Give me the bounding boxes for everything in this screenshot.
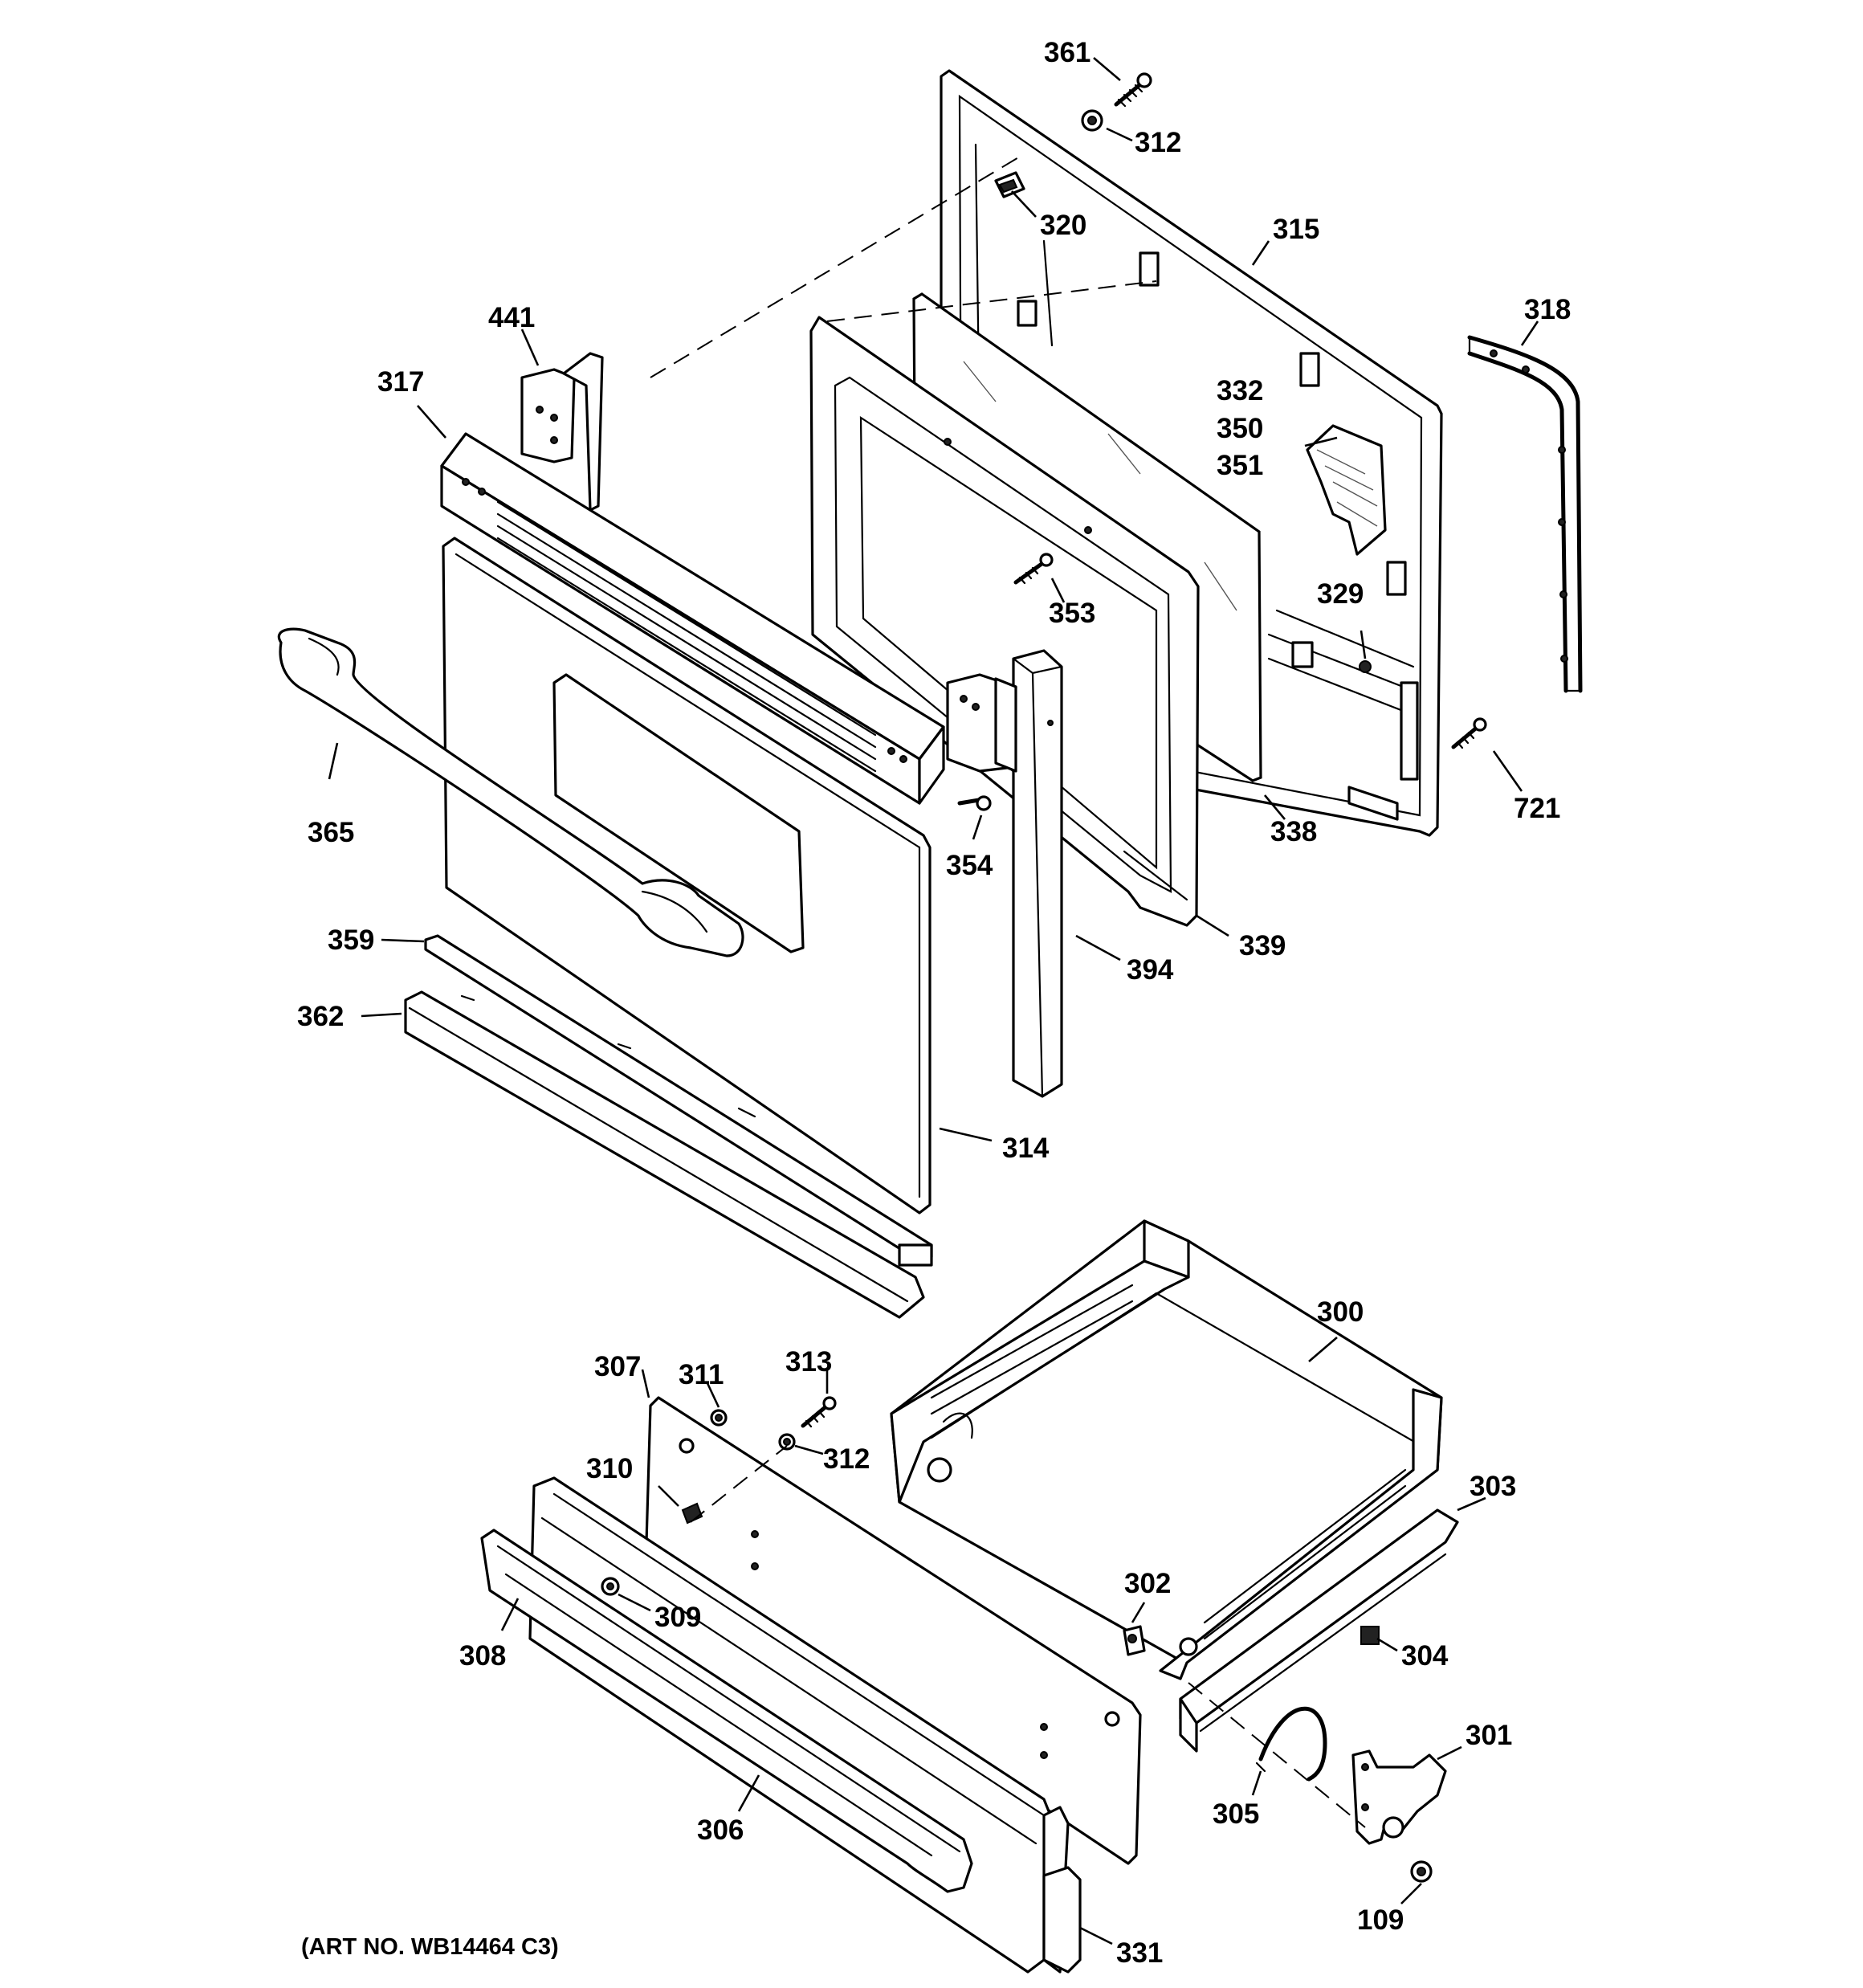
callout-721: 721 — [1514, 793, 1560, 824]
part-312-washer — [778, 1433, 796, 1451]
part-359-door-channel — [424, 934, 933, 1267]
callout-320: 320 — [1040, 210, 1086, 241]
callout-441: 441 — [488, 302, 535, 333]
part-317-vent-trim — [440, 432, 945, 805]
callout-305: 305 — [1213, 1798, 1259, 1830]
callout-303: 303 — [1470, 1471, 1516, 1502]
callout-361: 361 — [1044, 37, 1090, 68]
part-329-nut — [1359, 660, 1372, 673]
part-331-bracket — [1042, 1866, 1082, 1974]
part-301-bracket — [1351, 1749, 1447, 1845]
callout-350: 350 — [1217, 413, 1263, 444]
callout-310: 310 — [586, 1453, 633, 1484]
part-311-nut — [710, 1409, 728, 1427]
callout-301: 301 — [1466, 1720, 1512, 1751]
part-361-screw — [1114, 72, 1152, 108]
part-313-screw — [801, 1396, 837, 1428]
callout-314: 314 — [1002, 1133, 1050, 1164]
part-353-screw — [1013, 553, 1054, 585]
part-109-nut — [1410, 1860, 1433, 1883]
callout-338: 338 — [1270, 816, 1317, 847]
part-318-door-gasket — [1467, 335, 1583, 693]
part-332-insulation — [1306, 424, 1387, 556]
callout-labels: 361 312 320 315 318 441 317 332 350 351 … — [297, 37, 1571, 1969]
part-312-washer — [1081, 109, 1103, 132]
callout-312: 312 — [823, 1443, 870, 1475]
part-362-door-bottom-trim — [404, 990, 925, 1319]
assembly-line — [650, 156, 1021, 378]
callout-354: 354 — [946, 850, 993, 881]
part-305-clip — [1255, 1706, 1327, 1782]
part-354-hinge-plate — [946, 673, 1017, 811]
part-304-glide — [1360, 1626, 1380, 1645]
callout-365: 365 — [308, 817, 354, 848]
leader-lines — [328, 57, 1539, 1945]
callout-332: 332 — [1217, 375, 1263, 406]
callout-394: 394 — [1127, 954, 1174, 986]
callout-339: 339 — [1239, 930, 1286, 961]
callout-317: 317 — [377, 366, 424, 398]
callout-313: 313 — [785, 1346, 832, 1378]
part-339-door-liner — [809, 316, 1200, 927]
callout-351: 351 — [1217, 450, 1263, 481]
callout-306: 306 — [697, 1815, 744, 1846]
part-308-drawer-handle — [480, 1529, 973, 1893]
part-365-door-handle — [277, 627, 744, 957]
assembly-line — [690, 1445, 788, 1523]
callout-304: 304 — [1401, 1640, 1449, 1672]
callout-362: 362 — [297, 1001, 344, 1032]
part-303-drawer-slide — [1179, 1508, 1459, 1753]
part-314-outer-door-panel — [442, 537, 932, 1214]
callout-300: 300 — [1317, 1296, 1364, 1328]
callout-315: 315 — [1273, 214, 1319, 245]
callout-359: 359 — [328, 925, 374, 956]
callout-329: 329 — [1317, 578, 1364, 610]
part-320-hinge-receiver — [994, 171, 1025, 198]
callout-312: 312 — [1135, 127, 1181, 158]
part-441-hinge — [520, 352, 604, 512]
callout-309: 309 — [654, 1602, 701, 1633]
assembly-line — [1188, 1682, 1366, 1828]
part-302-roller — [1123, 1625, 1146, 1656]
callout-307: 307 — [594, 1351, 641, 1382]
callout-353: 353 — [1049, 598, 1095, 629]
callout-109: 109 — [1357, 1904, 1404, 1936]
callout-331: 331 — [1116, 1937, 1163, 1969]
callout-302: 302 — [1124, 1568, 1171, 1599]
assembly-line — [826, 280, 1157, 322]
art-number: (ART NO. WB14464 C3) — [301, 1934, 559, 1960]
callout-308: 308 — [459, 1640, 506, 1672]
callout-318: 318 — [1524, 294, 1571, 325]
part-721-screw — [1451, 717, 1487, 749]
part-310-clip — [681, 1502, 703, 1525]
part-300-drawer-body — [890, 1219, 1443, 1680]
part-394-door-channel — [1012, 649, 1063, 1098]
callout-311: 311 — [679, 1359, 724, 1390]
